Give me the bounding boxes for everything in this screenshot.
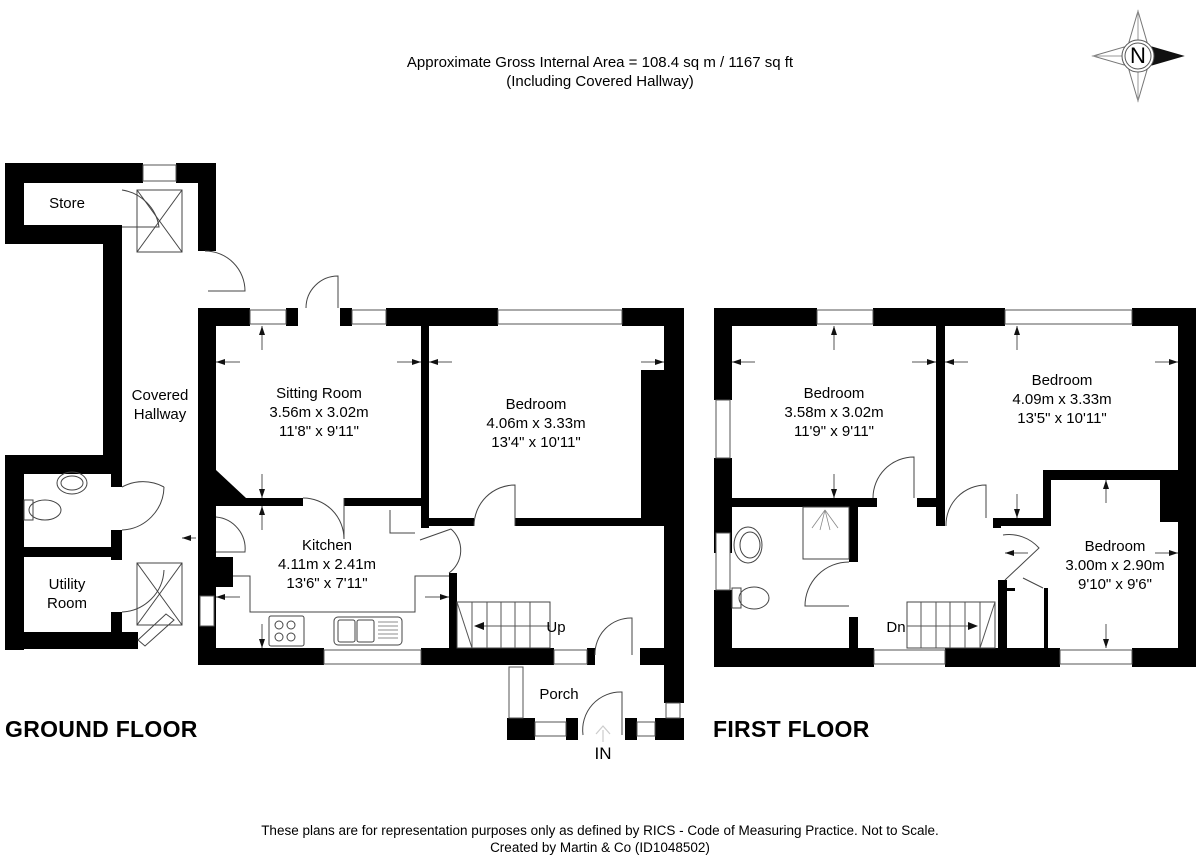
room-label-sitting-room: Sitting Room 3.56m x 3.02m 11'8" x 9'11" [269, 385, 369, 440]
room-label-ground-bedroom: Bedroom 4.06m x 3.33m 13'4" x 10'11" [486, 396, 586, 451]
first-floor-title: FIRST FLOOR [713, 716, 870, 742]
room-label-covered-hallway: Covered Hallway [131, 387, 189, 423]
room-label-porch: Porch [539, 686, 579, 703]
area-note: (Including Covered Hallway) [506, 73, 694, 90]
compass-label: N [1130, 43, 1146, 68]
gross-internal-area: Approximate Gross Internal Area = 108.4 … [406, 54, 794, 71]
room-label-first-bedroom-2: Bedroom 4.09m x 3.33m 13'5" x 10'11" [1012, 372, 1112, 427]
ground-floor-title: GROUND FLOOR [5, 716, 198, 742]
disclaimer: These plans are for representation purpo… [0, 822, 1200, 856]
ground-dimension-arrows [182, 326, 664, 648]
first-floor-walls [714, 308, 1196, 667]
ground-floor-windows [142, 164, 681, 737]
room-label-utility-room: Utility Room [46, 576, 88, 612]
stairs-down-label: Dn [886, 619, 906, 636]
room-label-kitchen: Kitchen 4.11m x 2.41m 13'6" x 7'11" [277, 537, 377, 592]
credit-text: Created by Martin & Co (ID1048502) [490, 840, 710, 855]
room-label-first-bedroom-3: Bedroom 3.00m x 2.90m 9'10" x 9'6" [1065, 538, 1165, 593]
entrance-label: IN [594, 744, 612, 763]
room-label-store: Store [49, 195, 85, 212]
ground-floor-doors [23, 189, 633, 742]
stairs-up-label: Up [546, 619, 566, 636]
first-floor-dimension-arrows [732, 326, 1178, 648]
ground-floor-walls [5, 163, 684, 740]
disclaimer-text: These plans are for representation purpo… [261, 823, 939, 838]
first-floor-doors [731, 456, 1044, 649]
area-summary: Approximate Gross Internal Area = 108.4 … [0, 53, 1200, 91]
first-floor-windows [715, 309, 1133, 665]
room-label-first-bedroom-1: Bedroom 3.58m x 3.02m 11'9" x 9'11" [784, 385, 884, 440]
